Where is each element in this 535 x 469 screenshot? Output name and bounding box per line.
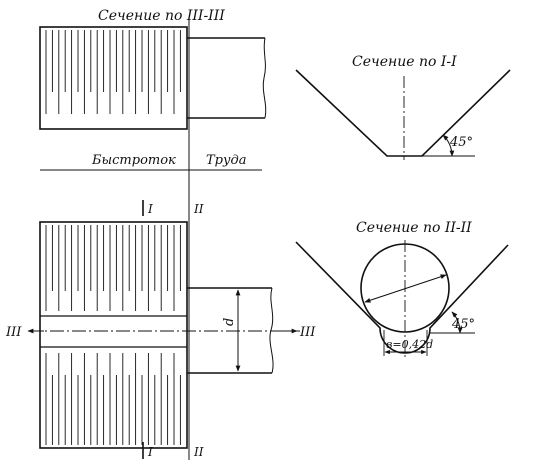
hatching-lower: [45, 353, 181, 445]
channel-body-plan: [39, 221, 188, 449]
section-i-profile: [295, 69, 511, 157]
channel-body-top: [39, 26, 188, 130]
label-truba: Труда: [206, 153, 247, 168]
section-i-title: Сечение по I-I: [352, 54, 457, 70]
section-ii-profile: [295, 241, 509, 354]
section-iii-title: Сечение по III-III: [98, 8, 225, 24]
section-ii-angle-arc: [451, 311, 463, 334]
section-i-view: Сечение по I-I 45°: [295, 54, 511, 160]
width-label: в=0,42d: [386, 338, 433, 351]
section-ii-view: Сечение по II-II 45° в=0,42d: [295, 220, 509, 358]
plan-view: d III III: [5, 221, 316, 449]
section-ii-title: Сечение по II-II: [356, 220, 472, 236]
section-iii-view: Сечение по III-III: [39, 8, 267, 130]
circle-diameter-dimension: [364, 274, 447, 303]
pipe-outline-top: [187, 37, 265, 119]
section-i-angle-arc: [442, 134, 455, 157]
cut-i-bottom-label: I: [147, 445, 153, 459]
hatching-upper: [45, 225, 181, 311]
break-line-top: [262, 37, 267, 119]
hatching-top: [45, 30, 181, 114]
diameter-label: d: [222, 318, 237, 326]
section-markers: I II I II: [142, 200, 204, 459]
cut-ii-top-label: II: [193, 202, 204, 216]
section-i-angle: 45°: [449, 135, 473, 150]
section-ii-angle: 45°: [451, 317, 475, 332]
label-bystrotok: Быстроток: [91, 153, 176, 168]
pipe-outline-plan: [187, 287, 272, 374]
axis-iii-label-right: III: [299, 325, 316, 340]
cut-i-top-label: I: [147, 202, 153, 216]
cut-ii-bottom-label: II: [193, 445, 204, 459]
break-line-plan: [269, 287, 274, 374]
axis-iii-label-left: III: [5, 325, 22, 340]
